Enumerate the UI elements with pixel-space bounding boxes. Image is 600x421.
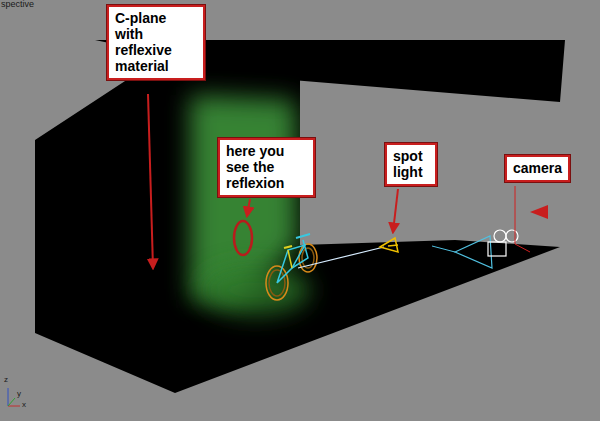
callout-box: camera	[505, 155, 570, 182]
leader-arrow	[148, 94, 153, 268]
pointer-triangle	[530, 205, 548, 219]
callout-text: spot light	[393, 148, 429, 180]
axis-label: y	[17, 390, 21, 399]
viewport-label: spective	[1, 0, 34, 10]
callout-box: C-plane with reflexive material	[107, 5, 205, 80]
leader-arrow	[247, 199, 250, 216]
callout-text: here you see the reflexion	[226, 143, 307, 191]
bicycle	[266, 234, 317, 300]
leader-arrow	[393, 189, 398, 232]
c-plane	[35, 45, 560, 393]
callout-box: spot light	[385, 143, 437, 186]
callout-box: here you see the reflexion	[218, 138, 315, 197]
camera-object	[432, 186, 530, 268]
callout-text: camera	[513, 160, 562, 176]
highlight-ring	[234, 221, 252, 255]
axis-label: z	[4, 376, 8, 385]
axis-label: x	[22, 401, 26, 410]
green-glow	[190, 95, 310, 315]
axis-tripod	[8, 388, 20, 406]
callout-text: C-plane with reflexive material	[115, 10, 197, 74]
spot-light	[298, 238, 398, 268]
